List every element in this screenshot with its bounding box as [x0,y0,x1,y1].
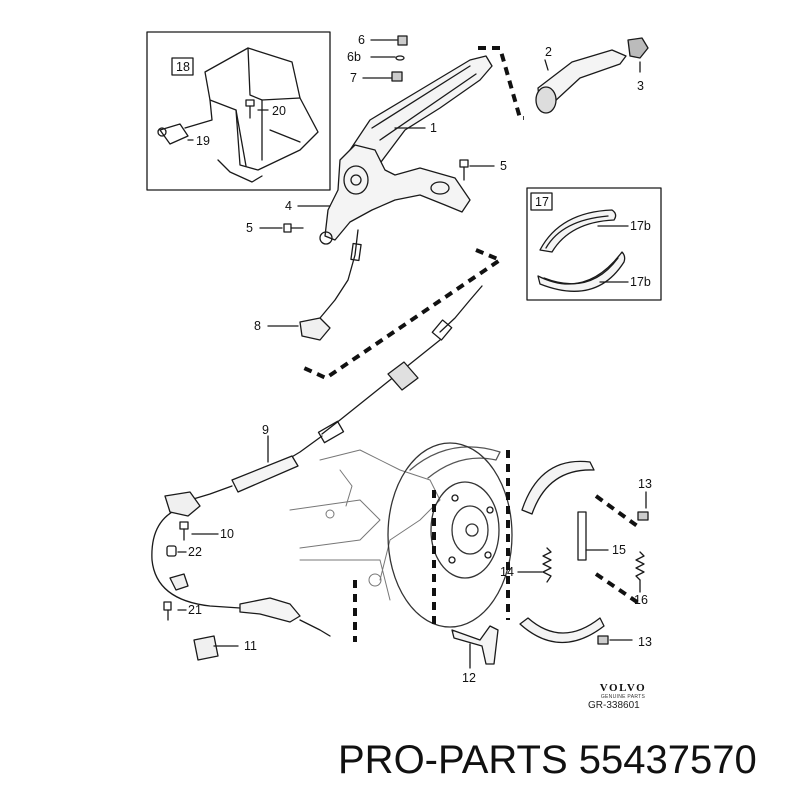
spring-14 [542,547,552,583]
callout-8: 8 [254,319,261,333]
front-cable [299,229,362,341]
box-17-label-frame [530,192,553,211]
part-number-label: PRO-PARTS 55437570 [338,738,757,782]
shoe-lever-12 [451,625,499,665]
callout-9: 9 [262,423,269,437]
box-18-frame [146,31,331,191]
bolt-21 [163,601,172,621]
callout-20: 20 [272,104,286,118]
pin-13-lower [597,635,609,645]
volvo-wordmark: VOLVO [599,682,647,694]
brake-disc-backplate [387,442,513,628]
clip-22 [166,545,177,557]
pin-13-upper [637,511,649,521]
callout-11: 11 [244,639,257,653]
brake-shoe-lower [519,617,605,644]
spring-16 [635,551,645,581]
bolt-20 [245,99,255,119]
bolt-5-lower [283,223,304,233]
callout-5-upper: 5 [500,159,507,173]
callout-22: 22 [188,545,202,559]
callout-14: 14 [500,565,514,579]
part-6 [397,35,408,46]
callout-4: 4 [285,199,292,213]
part-7 [391,71,403,82]
callout-6: 6 [358,33,365,47]
callout-13-upper: 13 [638,477,652,491]
callout-6b: 6b [347,50,361,64]
volvo-logo: VOLVO GENUINE PARTS [593,682,653,700]
callout-15: 15 [612,543,626,557]
callout-16: 16 [634,593,648,607]
callout-12: 12 [462,671,476,685]
diagram-reference: GR-338601 [588,700,640,711]
callout-3: 3 [637,79,644,93]
volvo-tagline: GENUINE PARTS [600,694,646,700]
brake-shoe-17b-lower [537,251,626,292]
callout-13-lower: 13 [638,635,652,649]
callout-21: 21 [188,603,202,617]
box-17-frame [526,187,662,301]
callout-5-lower: 5 [246,221,253,235]
brake-shoe-upper [521,460,595,515]
callout-17b-lower: 17b [630,275,651,289]
handbrake-lever-1 [319,55,493,245]
bracket-11 [193,635,219,661]
bolt-10 [179,521,189,541]
cap-3 [627,37,649,59]
callout-19: 19 [196,134,210,148]
lever-grip-2 [535,49,627,114]
callout-1: 1 [430,121,437,135]
adjuster-15 [577,511,587,561]
rear-hub-assembly [289,449,441,601]
callout-7: 7 [350,71,357,85]
bolt-5-upper [459,159,469,181]
callout-17b-upper: 17b [630,219,651,233]
box-18-label-frame [171,57,194,76]
brake-shoe-17b-upper [539,209,617,253]
part-6b [395,55,405,61]
rear-cable [151,491,331,637]
callout-10: 10 [220,527,234,541]
box-17-label: 17 [535,195,549,209]
main-cable-9 [189,285,483,501]
box-18-label: 18 [176,60,190,74]
callout-2: 2 [545,45,552,59]
dashed-groupings [303,46,642,642]
